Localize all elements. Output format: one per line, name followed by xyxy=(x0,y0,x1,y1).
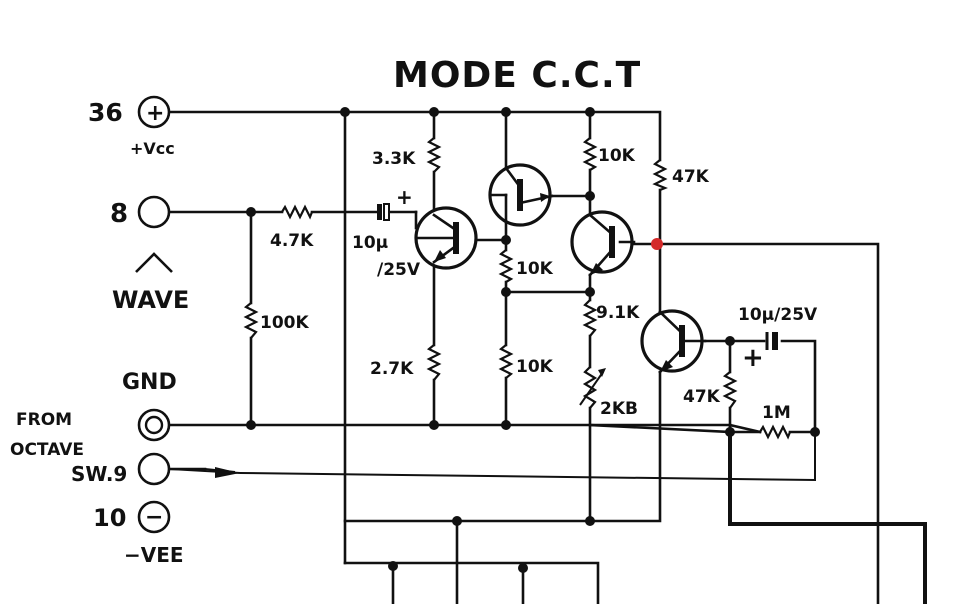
resistor-47k-top xyxy=(652,159,668,192)
capacitors xyxy=(377,203,778,350)
label-out-cap: 10µ/25V xyxy=(738,305,818,325)
wave-label: WAVE xyxy=(112,286,189,314)
test-point-marker xyxy=(651,238,663,250)
resistor-4k7 xyxy=(281,204,314,220)
terminal-36: + 36 +Vcc xyxy=(88,95,175,158)
octave-label: OCTAVE xyxy=(10,440,84,460)
label-1m: 1M xyxy=(762,403,791,423)
label-3k3: 3.3K xyxy=(372,149,416,169)
label-10k-mid: 10K xyxy=(516,259,554,279)
triangle-wave-icon xyxy=(135,252,173,273)
label-2kb: 2KB xyxy=(600,399,638,419)
resistor-9k1 xyxy=(582,299,598,337)
resistor-47k-out xyxy=(722,371,738,409)
label-47k-out: 47K xyxy=(683,387,721,407)
transistor-q4 xyxy=(640,309,707,374)
vee-label: −VEE xyxy=(124,543,184,567)
resistor-10k-top xyxy=(582,137,598,171)
label-10k-top: 10K xyxy=(598,146,636,166)
gnd-label: GND xyxy=(122,370,177,395)
capacitor-output xyxy=(765,332,778,350)
schematic-title: MODE C.C.T xyxy=(393,55,641,96)
terminal-10-number: 10 xyxy=(93,504,126,532)
label-out-cap-plus: + xyxy=(742,343,764,373)
resistor-1m xyxy=(759,424,792,440)
label-25v: /25V xyxy=(377,260,421,280)
terminal-sw9: FROM OCTAVE SW.9 xyxy=(10,410,171,486)
sw9-label: SW.9 xyxy=(71,462,127,486)
svg-text:−: − xyxy=(145,505,163,530)
terminal-8-number: 8 xyxy=(110,199,128,229)
capacitor-input xyxy=(377,203,390,221)
terminal-36-number: 36 xyxy=(88,98,123,127)
label-2k7: 2.7K xyxy=(370,359,414,379)
trimmer-2kb xyxy=(582,366,598,409)
resistor-10k-low xyxy=(498,344,514,379)
wires xyxy=(168,110,927,604)
label-cap-plus: + xyxy=(396,185,413,209)
svg-text:+: + xyxy=(146,101,164,126)
transistor-q1 xyxy=(414,206,478,270)
vcc-label: +Vcc xyxy=(130,139,175,158)
resistor-2k7 xyxy=(426,344,442,381)
component-labels: 4.7K 100K 10µ /25V + 3.3K 2.7K 10K 10K 1… xyxy=(260,146,818,423)
resistor-3k3 xyxy=(426,137,442,173)
label-9k1: 9.1K xyxy=(596,303,640,323)
label-100k: 100K xyxy=(260,313,309,333)
transistor-q2 xyxy=(488,163,554,227)
terminal-8: 8 WAVE xyxy=(110,195,189,314)
label-10k-low: 10K xyxy=(516,357,554,377)
resistor-10k-mid xyxy=(498,249,514,283)
label-4k7: 4.7K xyxy=(270,231,314,251)
label-47k-top: 47K xyxy=(672,167,710,187)
resistors xyxy=(243,137,792,440)
label-10u: 10µ xyxy=(352,233,388,253)
junction-dots xyxy=(246,107,820,573)
terminal-gnd: GND xyxy=(122,370,177,442)
terminal-10: 10 − −VEE xyxy=(93,500,184,567)
transistor-q3 xyxy=(570,210,636,277)
from-label: FROM xyxy=(16,410,72,430)
resistor-100k xyxy=(243,302,259,339)
